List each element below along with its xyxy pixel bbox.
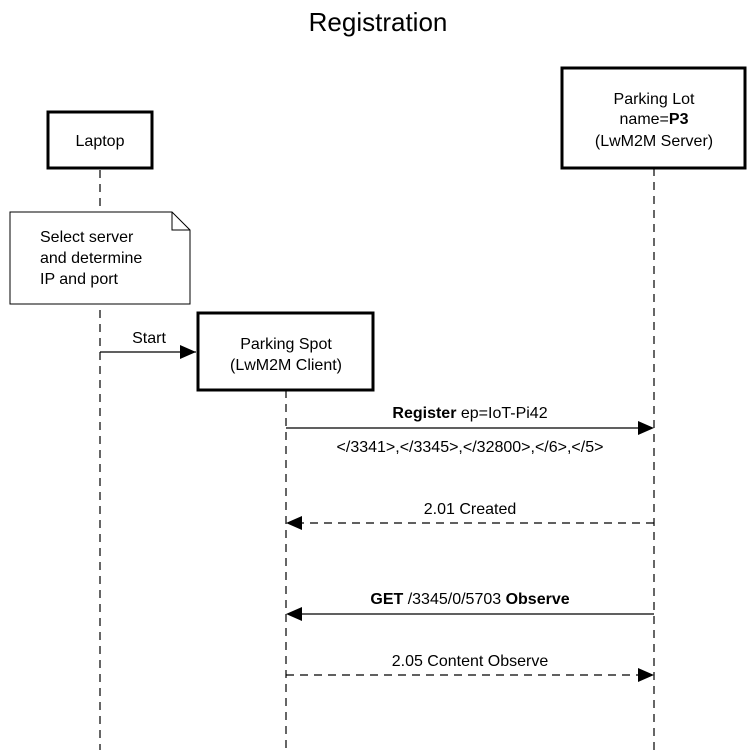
message-start-label: Start	[132, 330, 166, 347]
message-content-observe-label: 2.05 Content Observe	[392, 653, 549, 670]
message-created: 2.01 Created	[286, 501, 654, 530]
participant-parking-lot-line1: Parking Lot	[614, 91, 695, 108]
message-get-method: GET	[370, 591, 403, 608]
message-get-observe: GET /3345/0/5703 Observe	[286, 591, 654, 621]
participant-parking-lot-line2: name=P3	[620, 111, 689, 128]
participant-parking-lot-line3: (LwM2M Server)	[595, 133, 713, 150]
participant-parking-lot: Parking Lot name=P3 (LwM2M Server)	[560, 66, 747, 170]
participant-laptop: Laptop	[46, 110, 154, 170]
message-created-label: 2.01 Created	[424, 501, 517, 518]
note-line-1: Select server	[40, 229, 134, 246]
message-register-payload: </3341>,</3345>,</32800>,</6>,</5>	[337, 439, 604, 456]
message-get-path: /3345/0/5703	[403, 591, 505, 608]
diagram-title: Registration	[309, 7, 448, 37]
message-start: Start	[100, 330, 196, 359]
participant-parking-spot-line2: (LwM2M Client)	[230, 357, 342, 374]
participant-laptop-label: Laptop	[76, 133, 125, 150]
message-register-endpoint: ep=IoT-Pi42	[456, 405, 547, 422]
participant-parking-lot-name-prefix: name=	[620, 111, 669, 128]
note-select-server: Select server and determine IP and port	[9, 211, 191, 305]
note-line-2: and determine	[40, 250, 142, 267]
message-get-observe-keyword: Observe	[506, 591, 570, 608]
message-get-observe-label: GET /3345/0/5703 Observe	[370, 591, 569, 608]
participant-parking-spot: Parking Spot (LwM2M Client)	[196, 311, 375, 392]
participant-parking-lot-name-value: P3	[669, 111, 689, 128]
message-content-observe: 2.05 Content Observe	[286, 653, 654, 682]
message-register: Register ep=IoT-Pi42 </3341>,</3345>,</3…	[286, 405, 654, 456]
participant-parking-spot-line1: Parking Spot	[240, 336, 332, 353]
note-line-3: IP and port	[40, 271, 119, 288]
message-register-label: Register ep=IoT-Pi42	[392, 405, 547, 422]
message-register-keyword: Register	[392, 405, 456, 422]
